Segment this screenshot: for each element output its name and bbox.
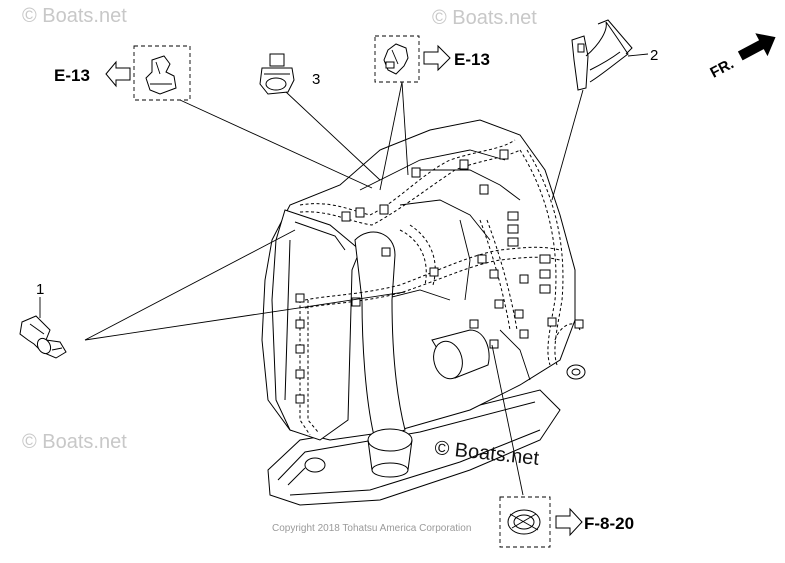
front-direction-indicator: FR. <box>707 33 776 82</box>
arrow-right-icon <box>423 44 451 72</box>
watermark-bottom-left: © Boats.net <box>22 431 127 453</box>
ref-label-center[interactable]: E-13 <box>454 50 490 69</box>
watermark-top-left: © Boats.net <box>22 5 127 27</box>
part-number-2: 2 <box>650 47 658 64</box>
part-number-1: 1 <box>36 281 44 298</box>
clip-part-1[interactable] <box>19 315 67 359</box>
part-number-3: 3 <box>312 71 320 88</box>
direction-label: FR. <box>707 55 736 81</box>
ref-box-left <box>133 45 191 101</box>
watermark-top-center: © Boats.net <box>432 7 537 29</box>
ref-box-bottom <box>499 496 551 548</box>
wiring-harness <box>295 139 586 436</box>
arrow-left-icon <box>105 60 131 88</box>
ref-label-left[interactable]: E-13 <box>54 66 90 85</box>
copyright-text: Copyright 2018 Tohatsu America Corporati… <box>272 523 471 534</box>
arrow-right-icon-bottom <box>555 507 583 537</box>
band-clip-part-2[interactable] <box>571 19 633 91</box>
clamp-part-3[interactable] <box>259 53 295 95</box>
direction-arrow-icon <box>737 33 776 61</box>
engine-assembly <box>261 119 576 506</box>
ref-box-center <box>374 35 420 83</box>
leader-lines <box>39 81 584 496</box>
ref-label-bottom[interactable]: F-8-20 <box>584 514 634 533</box>
